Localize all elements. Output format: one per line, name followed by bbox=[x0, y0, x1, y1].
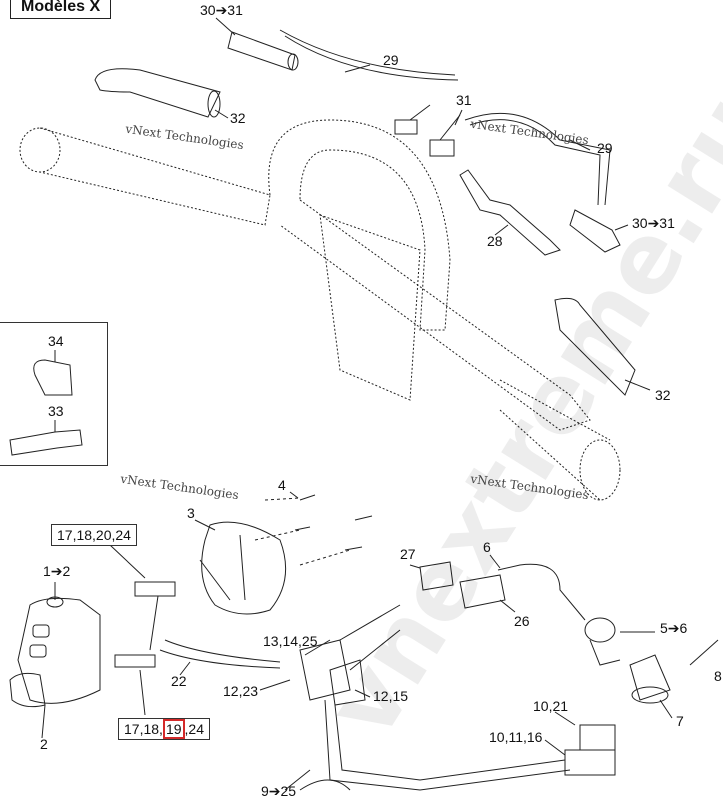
callout-1-2: 1➔2 bbox=[43, 563, 71, 579]
callout-8: 8 bbox=[714, 668, 722, 684]
box-part-a: 17,18, bbox=[124, 721, 163, 737]
callout-9-25: 9➔25 bbox=[261, 783, 297, 799]
callout-26: 26 bbox=[514, 613, 530, 629]
sensor-5-6 bbox=[584, 617, 621, 666]
screws bbox=[254, 494, 373, 566]
callout-5-6: 5➔6 bbox=[660, 620, 688, 636]
callout-30-31: 30➔31 bbox=[632, 215, 675, 231]
inset-box bbox=[0, 322, 108, 466]
wire-harness-right bbox=[459, 112, 636, 396]
callout-31: 31 bbox=[456, 92, 472, 108]
callout-32: 32 bbox=[655, 387, 671, 403]
callout-22: 22 bbox=[171, 673, 187, 689]
harness-22 bbox=[114, 581, 571, 791]
connector-box-upper: 17,18,20,24 bbox=[51, 524, 137, 546]
callout-28: 28 bbox=[487, 233, 503, 249]
callout-33: 33 bbox=[48, 403, 64, 419]
handlebar bbox=[19, 119, 621, 501]
callout-32: 32 bbox=[230, 110, 246, 126]
model-title: Modèles X bbox=[10, 0, 112, 19]
box-part-b: ,24 bbox=[184, 721, 204, 737]
callout-10-11-16: 10,11,16 bbox=[489, 729, 543, 745]
callout-27: 27 bbox=[400, 546, 416, 562]
leader-lines bbox=[41, 17, 673, 791]
callout-3: 3 bbox=[187, 505, 195, 521]
callout-6: 6 bbox=[483, 539, 491, 555]
callout-30-31: 30➔31 bbox=[200, 2, 243, 18]
grip-left-top bbox=[94, 68, 221, 118]
callout-12-23: 12,23 bbox=[223, 683, 259, 699]
callout-10-21: 10,21 bbox=[533, 698, 569, 714]
connector-box-lower: 17,18,19,24 bbox=[118, 718, 210, 740]
connectors-26-27 bbox=[419, 561, 586, 621]
connectors-31 bbox=[394, 104, 461, 157]
grip-cap-7 bbox=[629, 639, 719, 704]
highlighted-part-19: 19 bbox=[162, 719, 185, 739]
callout-12-15: 12,15 bbox=[373, 688, 409, 704]
callout-29: 29 bbox=[383, 52, 399, 68]
callout-13-14-25: 13,14,25 bbox=[263, 633, 318, 649]
callout-34: 34 bbox=[48, 333, 64, 349]
callout-2: 2 bbox=[40, 736, 48, 752]
callout-7: 7 bbox=[676, 713, 684, 729]
switch-housing bbox=[199, 521, 287, 615]
relay-block bbox=[564, 724, 616, 776]
callout-4: 4 bbox=[278, 477, 286, 493]
callout-29: 29 bbox=[597, 140, 613, 156]
